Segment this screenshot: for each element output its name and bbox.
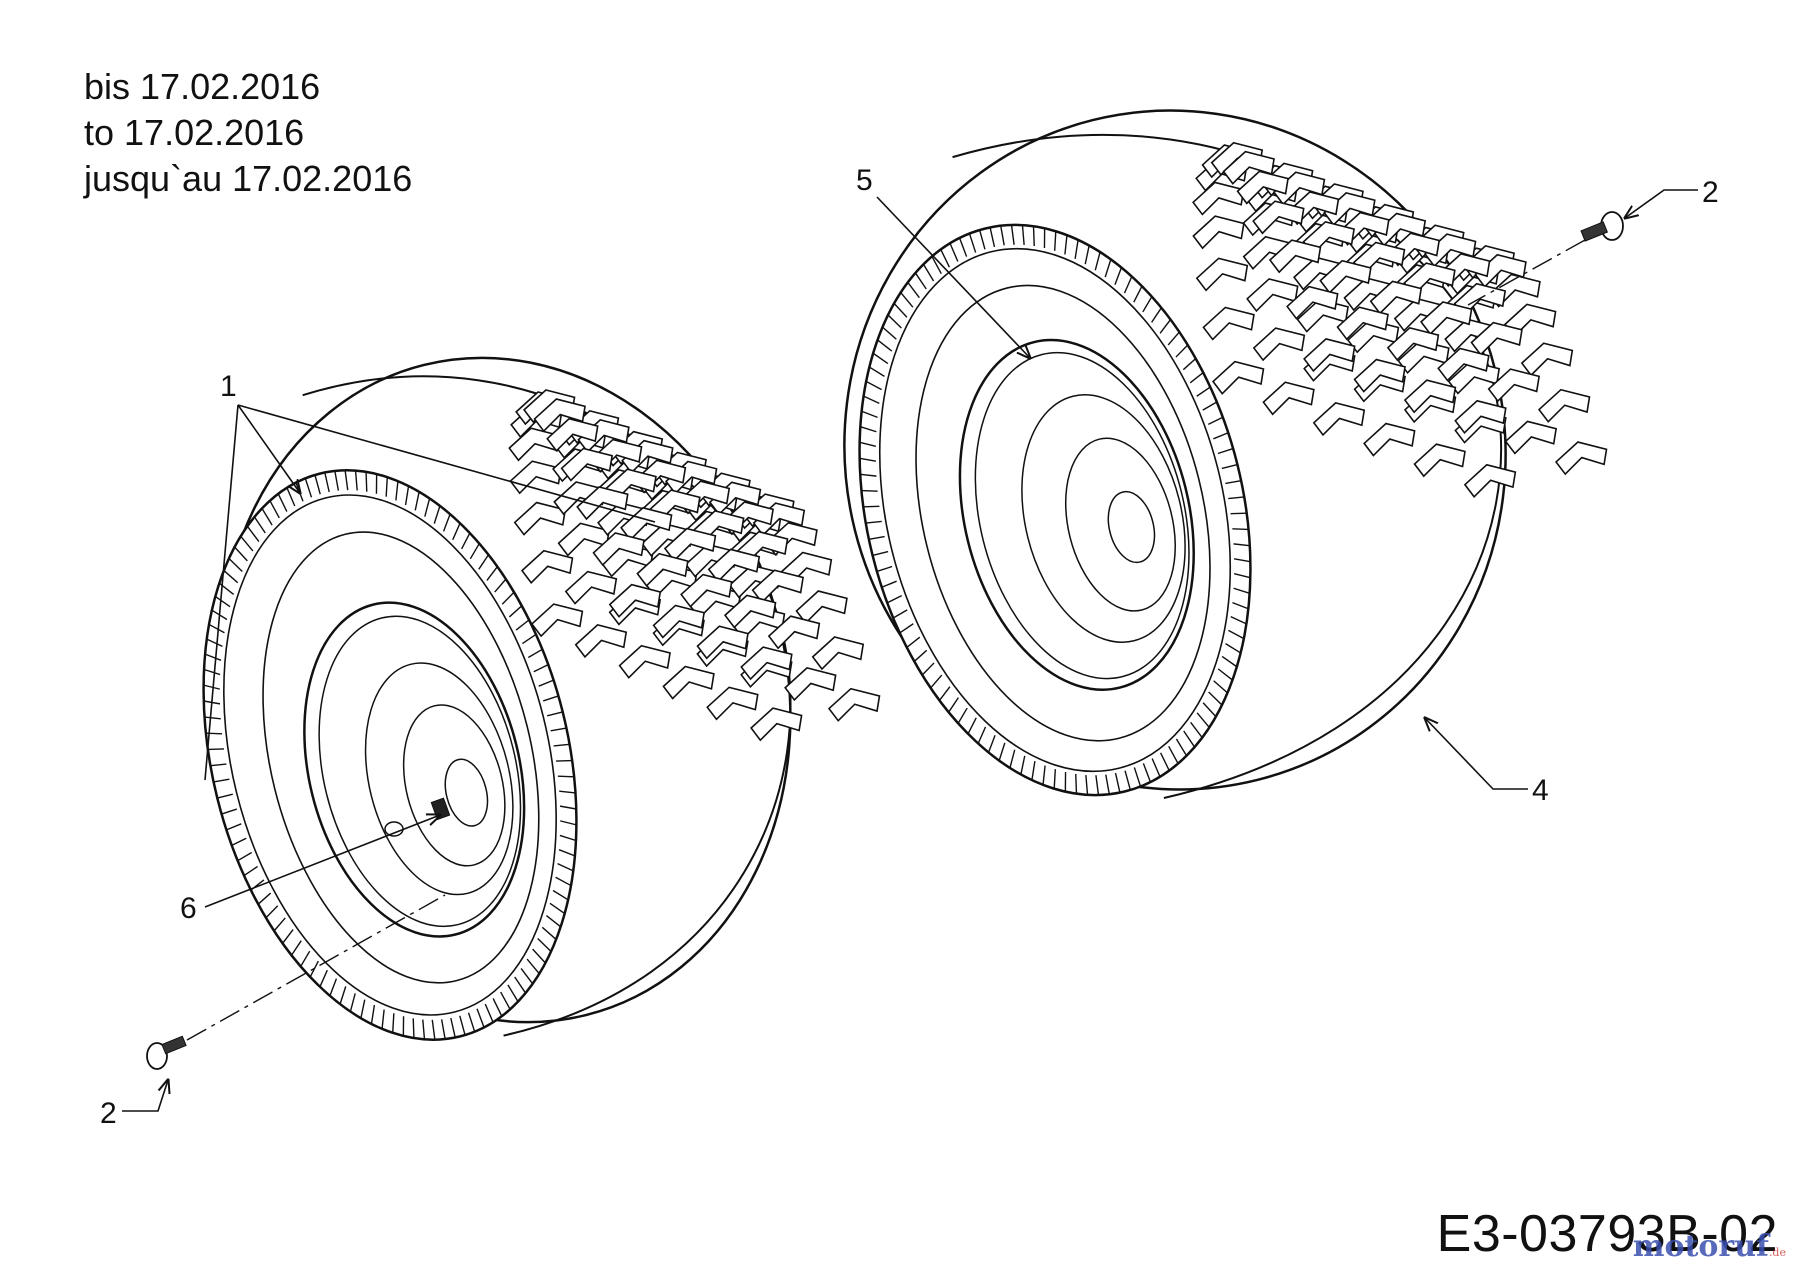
callout-1: 1 [220, 370, 237, 403]
callout-2-left: 2 [100, 1097, 117, 1130]
watermark-logo: motoruf.de [1633, 1229, 1786, 1264]
validity-en: to 17.02.2016 [84, 110, 412, 156]
validity-fr: jusqu`au 17.02.2016 [84, 156, 412, 202]
bolt-right [1581, 212, 1623, 241]
left-wheel [147, 296, 883, 1084]
callout-2-right: 2 [1702, 176, 1719, 209]
right-wheel [773, 40, 1610, 859]
validity-de: bis 17.02.2016 [84, 64, 412, 110]
watermark-suffix: .de [1769, 1246, 1786, 1259]
callout-6: 6 [180, 892, 197, 925]
callout-4: 4 [1532, 774, 1549, 807]
bolt-left [147, 1036, 186, 1069]
validity-note: bis 17.02.2016 to 17.02.2016 jusqu`au 17… [84, 64, 412, 202]
watermark-text: motoruf [1633, 1229, 1769, 1264]
callout-5: 5 [856, 164, 873, 197]
